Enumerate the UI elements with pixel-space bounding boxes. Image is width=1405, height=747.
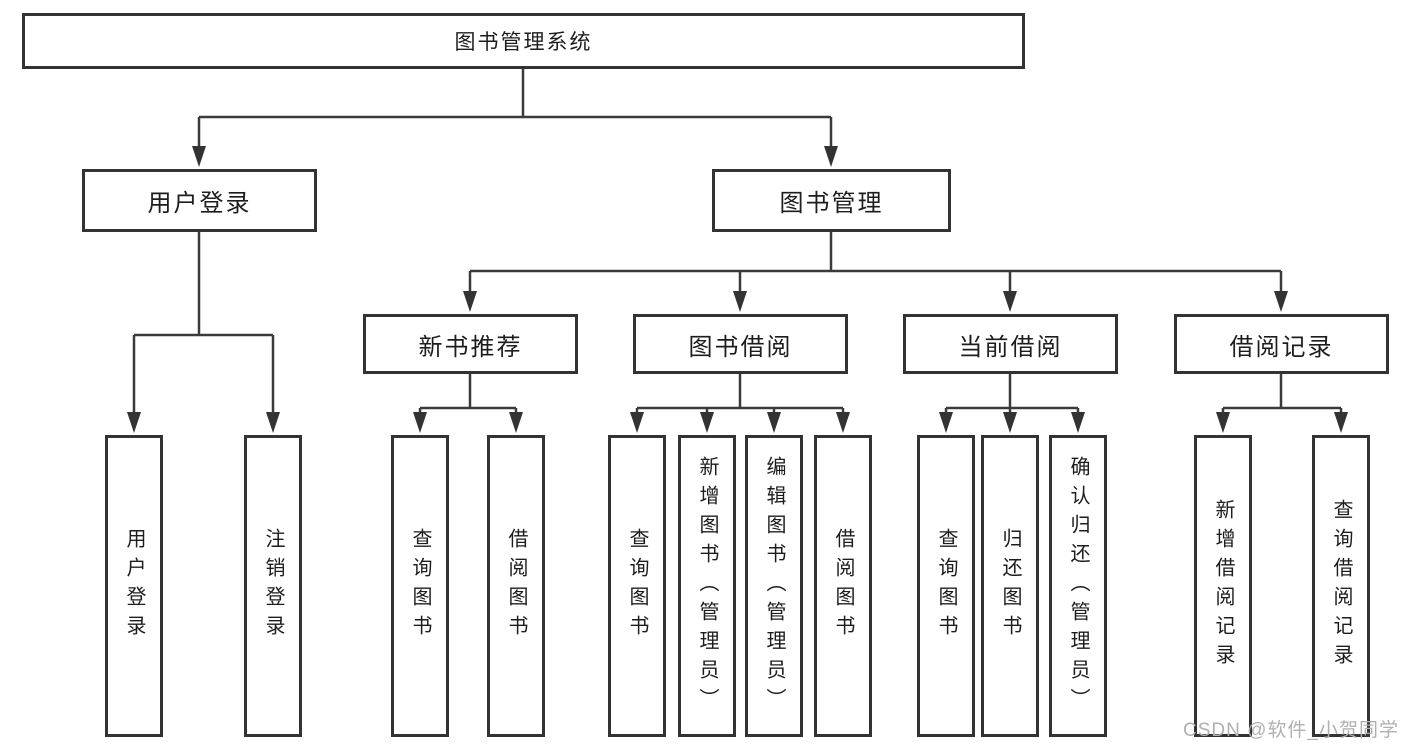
leaf-label: 查询图书 (935, 528, 957, 644)
watermark-csdn: CSDN @软件_小贺同学 (1183, 720, 1399, 741)
leaf-label: 新增借阅记录 (1212, 499, 1234, 673)
leaf-label: 查询图书 (626, 528, 648, 644)
leaf-label: 用户登录 (123, 528, 145, 644)
node-library-management-system: 图书管理系统 (22, 13, 1025, 69)
leaf-label: 借阅图书 (505, 528, 527, 644)
leaf-add-borrow-record: 新增借阅记录 (1194, 435, 1252, 737)
node-label: 当前借阅 (958, 333, 1063, 361)
arrowheads (127, 146, 1348, 433)
node-label: 用户登录 (147, 190, 252, 217)
leaf-label: 查询借阅记录 (1330, 499, 1352, 673)
leaf-label: 注销登录 (262, 528, 284, 644)
node-label: 新书推荐 (418, 333, 523, 361)
leaf-edit-books-admin: 编辑图书（管理员） (745, 435, 803, 737)
node-label: 图书管理系统 (454, 31, 593, 54)
leaf-confirm-return-admin: 确认归还（管理员） (1049, 435, 1107, 737)
node-borrowing-records: 借阅记录 (1174, 314, 1389, 374)
node-book-borrowing: 图书借阅 (633, 314, 848, 374)
node-current-borrowing: 当前借阅 (903, 314, 1118, 374)
leaf-query-books-current: 查询图书 (917, 435, 975, 737)
leaf-label: 新增图书（管理员） (696, 455, 718, 717)
node-label: 借阅记录 (1229, 333, 1334, 361)
leaf-label: 归还图书 (999, 528, 1021, 644)
leaf-add-books-admin: 新增图书（管理员） (678, 435, 736, 737)
leaf-label: 借阅图书 (832, 528, 854, 644)
leaf-query-books-borrowing: 查询图书 (608, 435, 666, 737)
connector-paths (132, 69, 1343, 415)
leaf-label: 编辑图书（管理员） (763, 455, 785, 717)
node-new-book-recommendation: 新书推荐 (363, 314, 578, 374)
leaf-borrow-books-recommend: 借阅图书 (487, 435, 545, 737)
leaf-label: 查询图书 (409, 528, 431, 644)
node-book-management: 图书管理 (712, 169, 951, 232)
leaf-logout-login: 注销登录 (244, 435, 302, 737)
leaf-label: 确认归还（管理员） (1067, 455, 1089, 717)
leaf-return-books: 归还图书 (981, 435, 1039, 737)
leaf-user-login: 用户登录 (105, 435, 163, 737)
leaf-query-borrow-record: 查询借阅记录 (1312, 435, 1370, 737)
leaf-borrow-books-borrowing: 借阅图书 (814, 435, 872, 737)
leaf-query-books-recommend: 查询图书 (391, 435, 449, 737)
node-user-login: 用户登录 (82, 169, 317, 232)
node-label: 图书借阅 (688, 333, 793, 361)
node-label: 图书管理 (779, 190, 884, 217)
